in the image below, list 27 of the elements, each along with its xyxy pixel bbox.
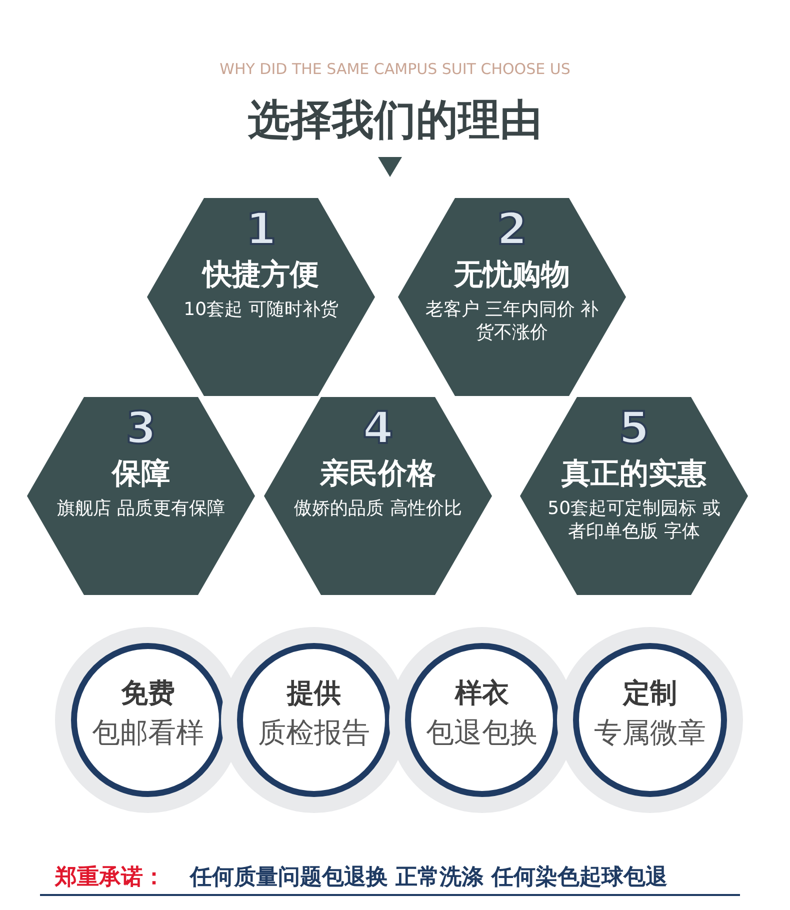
number: 4 xyxy=(362,405,394,453)
description: 傲娇的品质 高性价比 xyxy=(293,497,463,520)
number: 2 xyxy=(496,206,528,254)
heading: 保障 xyxy=(110,455,171,491)
description: 专属微章 xyxy=(593,715,707,751)
heading: 定制 xyxy=(622,677,678,711)
heading: 无忧购物 xyxy=(452,256,571,292)
heading: 提供 xyxy=(285,677,342,711)
promise-text: 任何质量问题包退换 正常洗涤 任何染色起球包退 xyxy=(190,864,668,892)
description: 10套起 可随时补货 xyxy=(182,298,340,321)
number: 3 xyxy=(124,405,158,453)
heading: 免费 xyxy=(120,677,176,711)
description: 包退包换 xyxy=(425,715,539,751)
description: 50套起可定制园标 或者印单色版 字体 xyxy=(546,497,722,543)
description: 老客户 三年内同价 补货不涨价 xyxy=(424,298,600,344)
number: 1 xyxy=(244,206,278,254)
promise-label: 郑重承诺： xyxy=(55,864,165,892)
heading: 亲民价格 xyxy=(318,455,437,491)
subtitle: WHY DID THE SAME CAMPUS SUIT CHOOSE US xyxy=(218,60,572,78)
heading: 快捷方便 xyxy=(200,256,320,292)
description: 包邮看样 xyxy=(91,715,205,751)
heading: 样衣 xyxy=(454,677,510,711)
description: 旗舰店 品质更有保障 xyxy=(56,497,226,520)
number: 5 xyxy=(618,405,650,453)
description: 质检报告 xyxy=(257,715,371,751)
heading: 真正的实惠 xyxy=(560,455,708,491)
title: 选择我们的理由 xyxy=(247,94,543,146)
